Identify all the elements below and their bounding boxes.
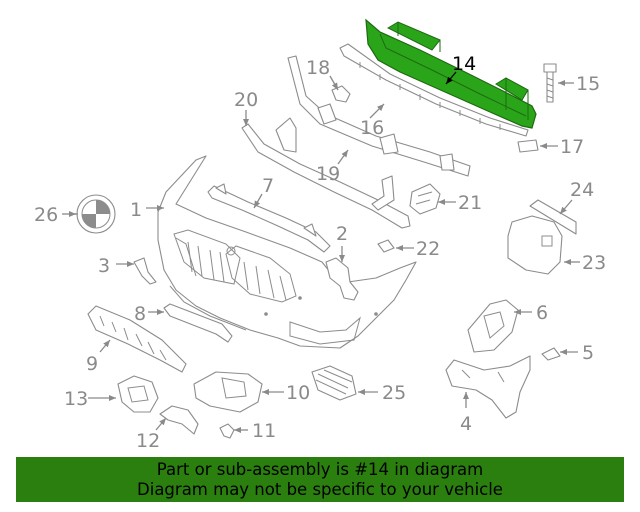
part-9-lower-grille[interactable]: [87, 305, 187, 373]
part-17-clip[interactable]: [517, 139, 539, 153]
callout-24: 24: [570, 179, 594, 201]
callout-10: 10: [286, 382, 310, 404]
part-24-bracket[interactable]: [529, 199, 577, 235]
callout-12: 12: [136, 430, 160, 452]
part-2-bracket[interactable]: [325, 257, 359, 301]
part-20-bracket-bar[interactable]: [241, 117, 411, 229]
callout-14: 14: [452, 53, 476, 75]
info-banner: Part or sub-assembly is #14 in diagram D…: [16, 457, 624, 502]
callout-labels: 1 2 3 4 5 6 7 8 9 10 11 12 13 14 15 16 1…: [34, 53, 606, 452]
callout-17: 17: [560, 136, 584, 158]
part-10-bracket[interactable]: [193, 371, 263, 413]
callout-18: 18: [306, 57, 330, 79]
callout-23: 23: [582, 252, 606, 274]
part-25-grille-insert[interactable]: [311, 365, 357, 401]
part-21-bracket[interactable]: [409, 183, 441, 215]
part-22-clip[interactable]: [377, 239, 395, 253]
callout-5: 5: [582, 342, 594, 364]
part-8-lower-strip[interactable]: [163, 303, 233, 343]
part-7-trim-bar[interactable]: [207, 183, 331, 253]
callout-21: 21: [458, 192, 482, 214]
part-23-air-deflector[interactable]: [507, 215, 563, 275]
part-18-clip[interactable]: [331, 85, 351, 103]
callout-22: 22: [416, 238, 440, 260]
callout-4: 4: [460, 413, 472, 435]
part-19-air-duct[interactable]: [287, 55, 471, 177]
part-15-bolt[interactable]: [543, 63, 557, 103]
callout-26: 26: [34, 204, 58, 226]
callout-8: 8: [134, 303, 146, 325]
banner-line-1: Part or sub-assembly is #14 in diagram: [156, 460, 484, 479]
parts-diagram: 1 2 3 4 5 6 7 8 9 10 11 12 13 14 15 16 1…: [34, 18, 606, 452]
callout-15: 15: [576, 73, 600, 95]
part-13-fog-cover[interactable]: [117, 375, 159, 413]
banner-line-2: Diagram may not be specific to your vehi…: [137, 480, 503, 499]
callout-3: 3: [98, 255, 110, 277]
part-6-support[interactable]: [467, 299, 519, 353]
callout-25: 25: [382, 382, 406, 404]
callout-7: 7: [262, 175, 274, 197]
part-3-clip[interactable]: [133, 257, 157, 285]
callout-19: 19: [316, 163, 340, 185]
part-14-bumper-reinforcement[interactable]: [365, 18, 537, 129]
part-12-trim[interactable]: [159, 405, 199, 435]
callout-20: 20: [234, 89, 258, 111]
callout-13: 13: [64, 388, 88, 410]
callout-2: 2: [336, 223, 348, 245]
part-5-clip[interactable]: [541, 347, 561, 361]
leader-lines: [62, 71, 580, 433]
callout-6: 6: [536, 302, 548, 324]
callout-1: 1: [130, 199, 142, 221]
part-26-emblem[interactable]: [76, 194, 116, 234]
part-16-upper-trim[interactable]: [339, 43, 529, 137]
callout-16: 16: [360, 117, 384, 139]
callout-9: 9: [86, 353, 98, 375]
callout-11: 11: [252, 420, 276, 442]
part-11-clip[interactable]: [219, 423, 235, 439]
part-4-side-bracket[interactable]: [445, 355, 531, 419]
